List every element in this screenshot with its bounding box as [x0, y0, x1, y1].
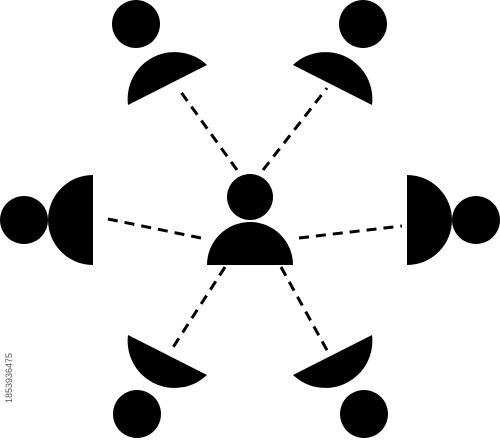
person-body [127, 335, 207, 388]
connection-line-bottom-left [168, 266, 227, 353]
connection-line-top-right [261, 87, 329, 171]
person-icon-top-left [112, 0, 207, 105]
connection-line-bottom-right [279, 266, 330, 353]
person-body [293, 52, 373, 105]
connection-line-left [102, 216, 202, 240]
person-body [407, 175, 452, 265]
person-body [48, 175, 93, 265]
person-icon-top-right [293, 0, 387, 105]
person-head [452, 196, 500, 244]
person-head [339, 0, 387, 48]
person-head [0, 196, 48, 244]
connection-line-right [298, 224, 403, 240]
connections [102, 87, 403, 353]
watermark-id-text: 1853936475 [3, 322, 15, 434]
connection-line-top-left [176, 87, 239, 171]
person-head [112, 0, 160, 48]
person-head [227, 174, 273, 220]
person-icon-bottom-left [113, 335, 207, 438]
person-head [340, 390, 388, 438]
person-body [127, 52, 207, 105]
person-head [113, 390, 161, 438]
person-body [293, 335, 373, 388]
person-icon-center [207, 174, 293, 265]
person-icon-bottom-right [293, 335, 388, 438]
person-icon-right [407, 175, 500, 265]
watermark-id-label: 1853936475 [4, 352, 14, 404]
person-icon-left [0, 175, 93, 265]
person-body [207, 222, 293, 265]
